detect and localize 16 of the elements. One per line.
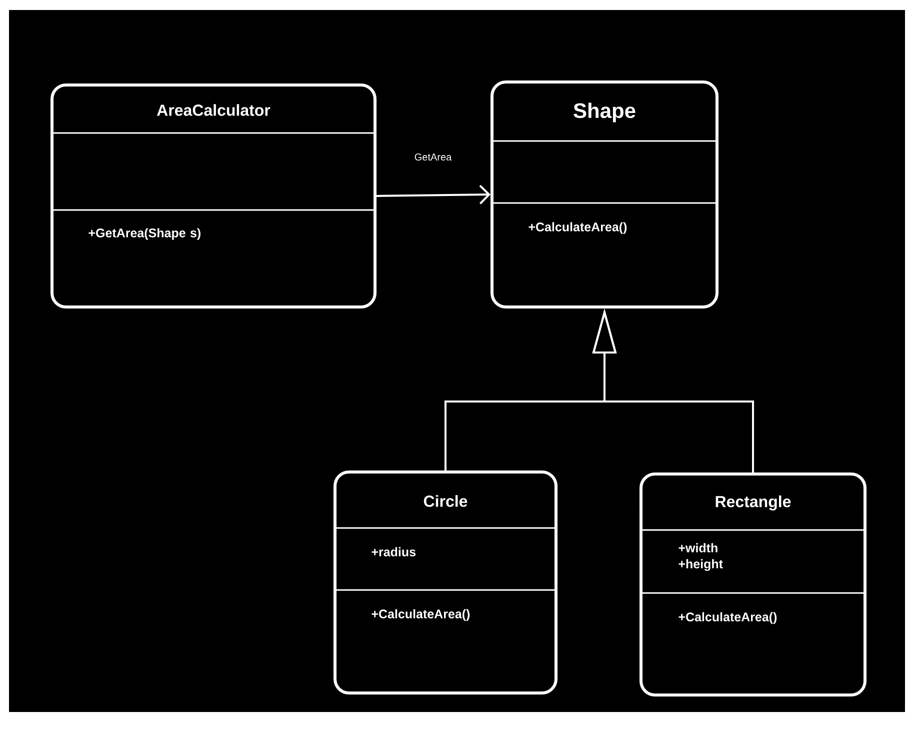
class-box (490, 80, 718, 308)
class-box (640, 472, 866, 696)
edge-label: GetArea (414, 153, 452, 161)
method-text: +CalculateArea() (528, 222, 627, 234)
class-name: Rectangle (716, 496, 791, 510)
class-name: AreaCalculator (157, 104, 270, 116)
attribute-text: +width +height (678, 543, 723, 571)
class-name: Circle (424, 495, 468, 507)
class-name: Shape (574, 102, 636, 122)
class-box (334, 470, 558, 694)
class-box (50, 84, 376, 308)
method-text: +CalculateArea() (372, 609, 470, 621)
attribute-text: +radius (372, 547, 416, 556)
method-text: +CalculateArea() (678, 612, 777, 624)
arrow (376, 184, 490, 204)
method-text: +GetArea(Shape s) (88, 228, 200, 240)
